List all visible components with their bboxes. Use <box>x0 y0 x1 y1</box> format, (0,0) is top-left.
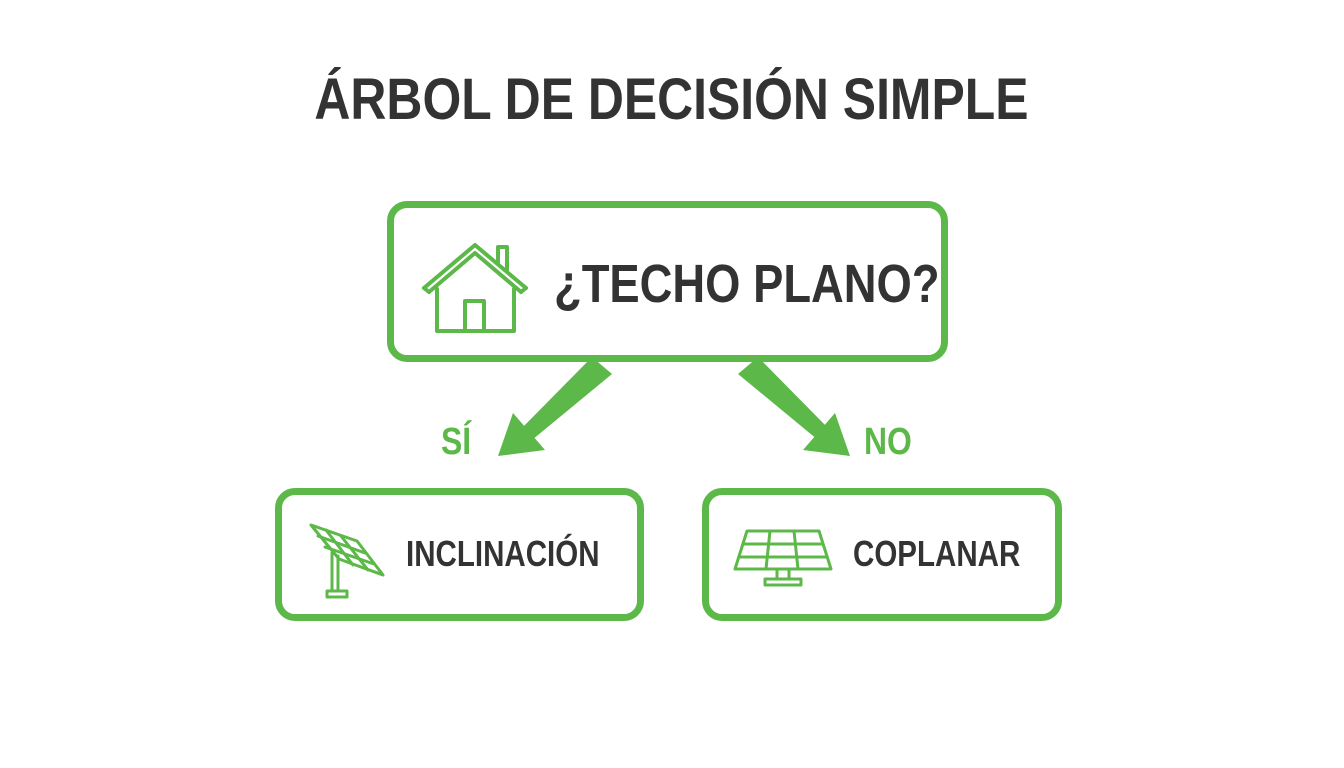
arrow-yes <box>498 357 612 456</box>
branch-label-no: NO <box>864 421 912 463</box>
outcome-node-inclination: INCLINACIÓN <box>275 488 644 621</box>
tilted-solar-panel-icon <box>309 523 385 599</box>
outcome-label-coplanar: COPLANAR <box>853 533 1021 574</box>
diagram-title: ÁRBOL DE DECISIÓN SIMPLE <box>314 67 1029 132</box>
question-node: ¿TECHO PLANO? <box>387 201 948 362</box>
outcome-label-inclination: INCLINACIÓN <box>406 533 600 574</box>
question-label: ¿TECHO PLANO? <box>554 254 940 314</box>
branch-label-yes: SÍ <box>441 421 472 463</box>
arrow-no <box>738 357 850 456</box>
house-icon <box>422 243 528 333</box>
outcome-node-coplanar: COPLANAR <box>702 488 1062 621</box>
flat-solar-panel-icon <box>733 529 833 587</box>
